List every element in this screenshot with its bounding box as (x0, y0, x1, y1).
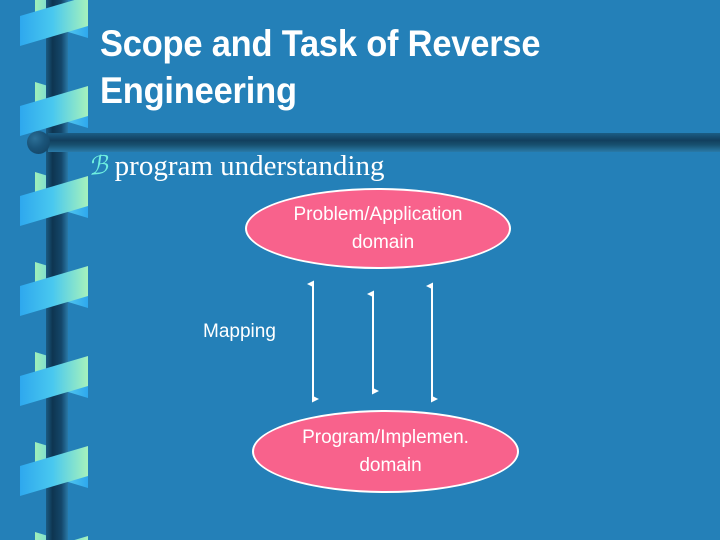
node-problem-application-domain: Problem/Application domain (245, 188, 511, 269)
edge-label-mapping: Mapping (203, 321, 276, 342)
node-label-line1: Problem/Application (293, 203, 463, 225)
bullet-item: ℬ program understanding (86, 150, 385, 182)
pivot-knob-icon (27, 131, 50, 154)
wingdings-bullet-b-icon: ℬ (86, 150, 110, 181)
node-label-line1: Program/Implemen. (302, 426, 469, 448)
helix-ribbon-decoration (0, 0, 110, 540)
node-label-line2: domain (351, 231, 415, 253)
page-title: Scope and Task of Reverse Engineering (100, 23, 541, 112)
node-label-line2: domain (359, 454, 422, 476)
node-program-implementation-domain: Program/Implemen. domain (252, 410, 519, 493)
bullet-item-label: program understanding (114, 150, 385, 182)
divider-bar-icon (48, 133, 720, 152)
helix-ribbon-icon (20, 0, 88, 540)
